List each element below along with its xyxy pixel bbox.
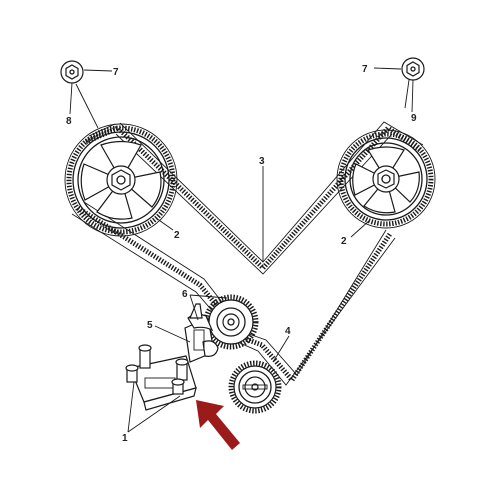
callout-3: 3	[259, 156, 265, 167]
bracket-bolt-right-upper	[175, 358, 189, 381]
right-cam-hex-bolt	[377, 169, 395, 189]
callout-6: 6	[182, 289, 188, 300]
bracket-bolt-left-upper	[138, 344, 152, 369]
right-cam-bolt-washer	[401, 57, 425, 81]
callout-7-right: 7	[362, 64, 368, 75]
callout-9: 9	[411, 113, 417, 124]
left-cam-hex-bolt	[111, 169, 131, 191]
left-cam-bolt-washer	[60, 60, 84, 84]
callout-1: 1	[122, 433, 128, 444]
tensioner-pulley	[203, 294, 259, 350]
callout-2-left: 2	[174, 230, 180, 241]
callout-5: 5	[147, 320, 153, 331]
bracket-bolt-right-lower	[171, 378, 185, 395]
tensioner-assembly	[184, 303, 219, 363]
direction-arrow-icon	[196, 400, 240, 450]
leader-lines	[69, 67, 414, 433]
callout-labels: 7 8 7 9 3 2 2 6 5 4 1	[66, 64, 417, 444]
left-cam-sprocket	[64, 123, 178, 237]
callout-7-left: 7	[113, 67, 119, 78]
crankshaft-sprocket	[228, 360, 282, 414]
tensioner-mounting-bracket	[125, 344, 197, 411]
right-cam-sprocket	[336, 129, 436, 229]
callout-2-right: 2	[341, 236, 347, 247]
callout-4: 4	[285, 326, 291, 337]
bracket-bolt-left-lower	[125, 364, 139, 383]
callout-8: 8	[66, 116, 72, 127]
